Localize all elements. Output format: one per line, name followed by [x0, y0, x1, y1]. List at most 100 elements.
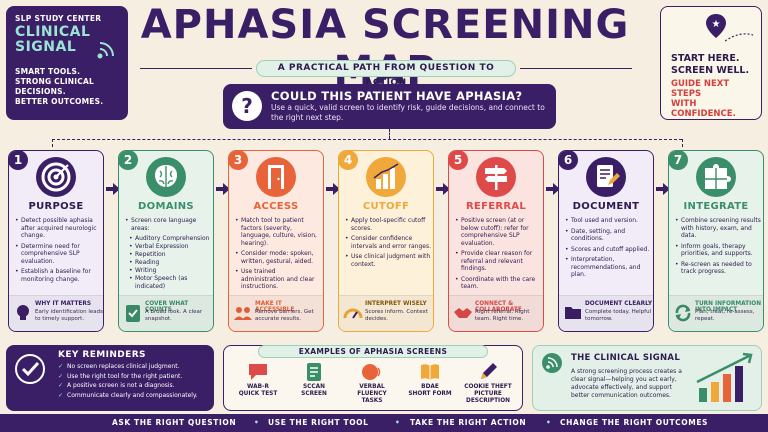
step-item: Motor Speech (as indicated)	[125, 275, 211, 290]
step-item: Positive screen (at or below cutoff): re…	[455, 217, 541, 247]
step-footer-desc: Right referral. Right team. Right time.	[475, 309, 530, 322]
brand-panel: SLP STUDY CENTER CLINICAL SIGNAL SMART T…	[6, 6, 128, 120]
gauge-icon	[343, 308, 363, 319]
step-footer: CONNECT & COLLABORATE Right referral. Ri…	[449, 295, 543, 331]
step-item: Verbal Expression	[125, 243, 211, 251]
step-item: Reading	[125, 259, 211, 267]
step-title: CUTOFF	[362, 201, 410, 212]
step-footer-title: WHY IT MATTERS	[35, 301, 92, 307]
start-here-panel: ★ START HERE. SCREEN WELL. GUIDE NEXT ST…	[660, 6, 762, 120]
step-card-integrate: 7 INTEGRATE Combine screening results wi…	[668, 150, 764, 332]
step-footer-desc: Complete today. Helpful tomorrow.	[585, 309, 652, 322]
key-reminders-title: KEY REMINDERS	[58, 350, 146, 360]
step-number: 7	[669, 151, 688, 170]
flow-arrow-icon	[106, 183, 120, 195]
step-card-cutoff: 4 CUTOFF Apply tool-specific cutoff scor…	[338, 150, 434, 332]
step-number: 2	[119, 151, 138, 170]
step-number: 1	[9, 151, 28, 170]
step-card-access: 3 ACCESS Match tool to patient factors (…	[228, 150, 324, 332]
guide-line: WITH CONFIDENCE.	[671, 99, 736, 119]
reminder-item: No screen replaces clinical judgment.	[58, 362, 198, 372]
step-footer-title: MAKE IT ACCESSIBLE	[255, 301, 295, 313]
checklist-icon	[307, 363, 321, 381]
example-label: COOKIE THEFT	[464, 384, 512, 390]
step-footer: COVER WHAT COUNTS A broad look. A clear …	[119, 295, 213, 331]
example-label: TASKS	[361, 397, 383, 404]
reminder-item: Communicate clearly and compassionately.	[58, 391, 198, 401]
step-number: 4	[339, 151, 358, 170]
brand-tagline-line: DECISIONS.	[15, 87, 66, 96]
flow-arrow-icon	[656, 183, 670, 195]
lightbulb-icon	[17, 305, 29, 320]
step-body: Detect possible aphasia after acquired n…	[15, 217, 101, 286]
flow-arrow-icon	[216, 183, 230, 195]
question-title: COULD THIS PATIENT HAVE APHASIA?	[271, 89, 523, 103]
speech-bubble-icon	[249, 364, 267, 380]
path-dashes-icon	[725, 33, 754, 42]
step-footer-title: CONNECT & COLLABORATE	[475, 301, 522, 313]
step-list: Tool used and version.Date, setting, and…	[565, 217, 651, 279]
brand-tagline-line: STRONG CLINICAL	[15, 77, 94, 86]
footer-bar: ASK THE RIGHT QUESTION • USE THE RIGHT T…	[0, 414, 768, 432]
signal-waves-icon	[97, 42, 114, 59]
step-footer-title: TURN INFORMATION INTO IMPACT	[695, 301, 762, 313]
step-item: Use clinical judgment with context.	[345, 253, 431, 268]
step-footer-title: INTERPRET WISELY	[365, 301, 427, 307]
footer-item: CHANGE THE RIGHT OUTCOMES	[560, 418, 709, 427]
step-footer: INTERPRET WISELY Scores inform. Context …	[339, 295, 433, 331]
step-footer: DOCUMENT CLEARLY Complete today. Helpful…	[559, 295, 653, 331]
footer-separator: •	[546, 418, 552, 427]
dashed-connector	[682, 139, 683, 147]
svg-text:★: ★	[712, 19, 721, 30]
step-title: INTEGRATE	[683, 201, 749, 212]
step-list: Positive screen (at or below cutoff): re…	[455, 217, 541, 291]
people-icon	[234, 307, 252, 320]
step-title: PURPOSE	[28, 201, 84, 212]
step-item: Writing	[125, 267, 211, 275]
handshake-icon	[454, 308, 472, 318]
step-item: Consider confidence intervals and error …	[345, 235, 431, 250]
step-body: Tool used and version.Date, setting, and…	[565, 217, 651, 282]
step-title: DOMAINS	[138, 201, 194, 212]
start-line: START HERE.	[671, 53, 740, 64]
step-item: Scores and cutoff applied.	[565, 246, 651, 254]
map-pin-icon: ★	[706, 14, 726, 38]
talking-head-icon	[362, 364, 381, 380]
footer-item: ASK THE RIGHT QUESTION	[112, 418, 237, 427]
example-label: BDAE	[421, 384, 439, 390]
example-label: WAB-R	[247, 384, 269, 390]
clinical-signal-panel: THE CLINICAL SIGNAL A strong screening p…	[532, 345, 762, 411]
step-list: Apply tool-specific cutoff scores.Consid…	[345, 217, 431, 268]
step-card-document: 6 DOCUMENT Tool used and version.Date, s…	[558, 150, 654, 332]
footer-item: TAKE THE RIGHT ACTION	[410, 418, 527, 427]
flow-arrow-icon	[546, 183, 560, 195]
brand-name: CLINICAL SIGNAL	[15, 25, 119, 55]
step-number: 3	[229, 151, 248, 170]
step-list: Detect possible aphasia after acquired n…	[15, 217, 101, 283]
target-icon	[36, 157, 76, 197]
step-item: Combine screening results with history, …	[675, 217, 761, 240]
step-footer-title: COVER WHAT COUNTS	[145, 301, 189, 313]
step-item: Re-screen as needed to track progress.	[675, 261, 761, 276]
example-label: DESCRIPTION	[466, 397, 510, 404]
step-item: Screen core language areas:	[125, 217, 211, 232]
brand-tagline-line: SMART TOOLS.	[15, 67, 81, 76]
signpost-icon	[476, 157, 516, 197]
step-item: Tool used and version.	[565, 217, 651, 225]
key-reminders-list: No screen replaces clinical judgment. Us…	[58, 362, 198, 400]
guide-line: GUIDE NEXT STEPS	[671, 79, 730, 99]
divider	[140, 68, 252, 69]
growth-chart-icon	[696, 352, 753, 402]
flow-arrow-icon	[326, 183, 340, 195]
brand-tagline: SMART TOOLS. STRONG CLINICAL DECISIONS. …	[15, 67, 119, 107]
dashed-connector	[52, 139, 682, 140]
step-item: Use trained administration and clear ins…	[235, 268, 321, 291]
step-number: 6	[559, 151, 578, 170]
step-item: Repetition	[125, 251, 211, 259]
flow-arrow-icon	[436, 183, 450, 195]
